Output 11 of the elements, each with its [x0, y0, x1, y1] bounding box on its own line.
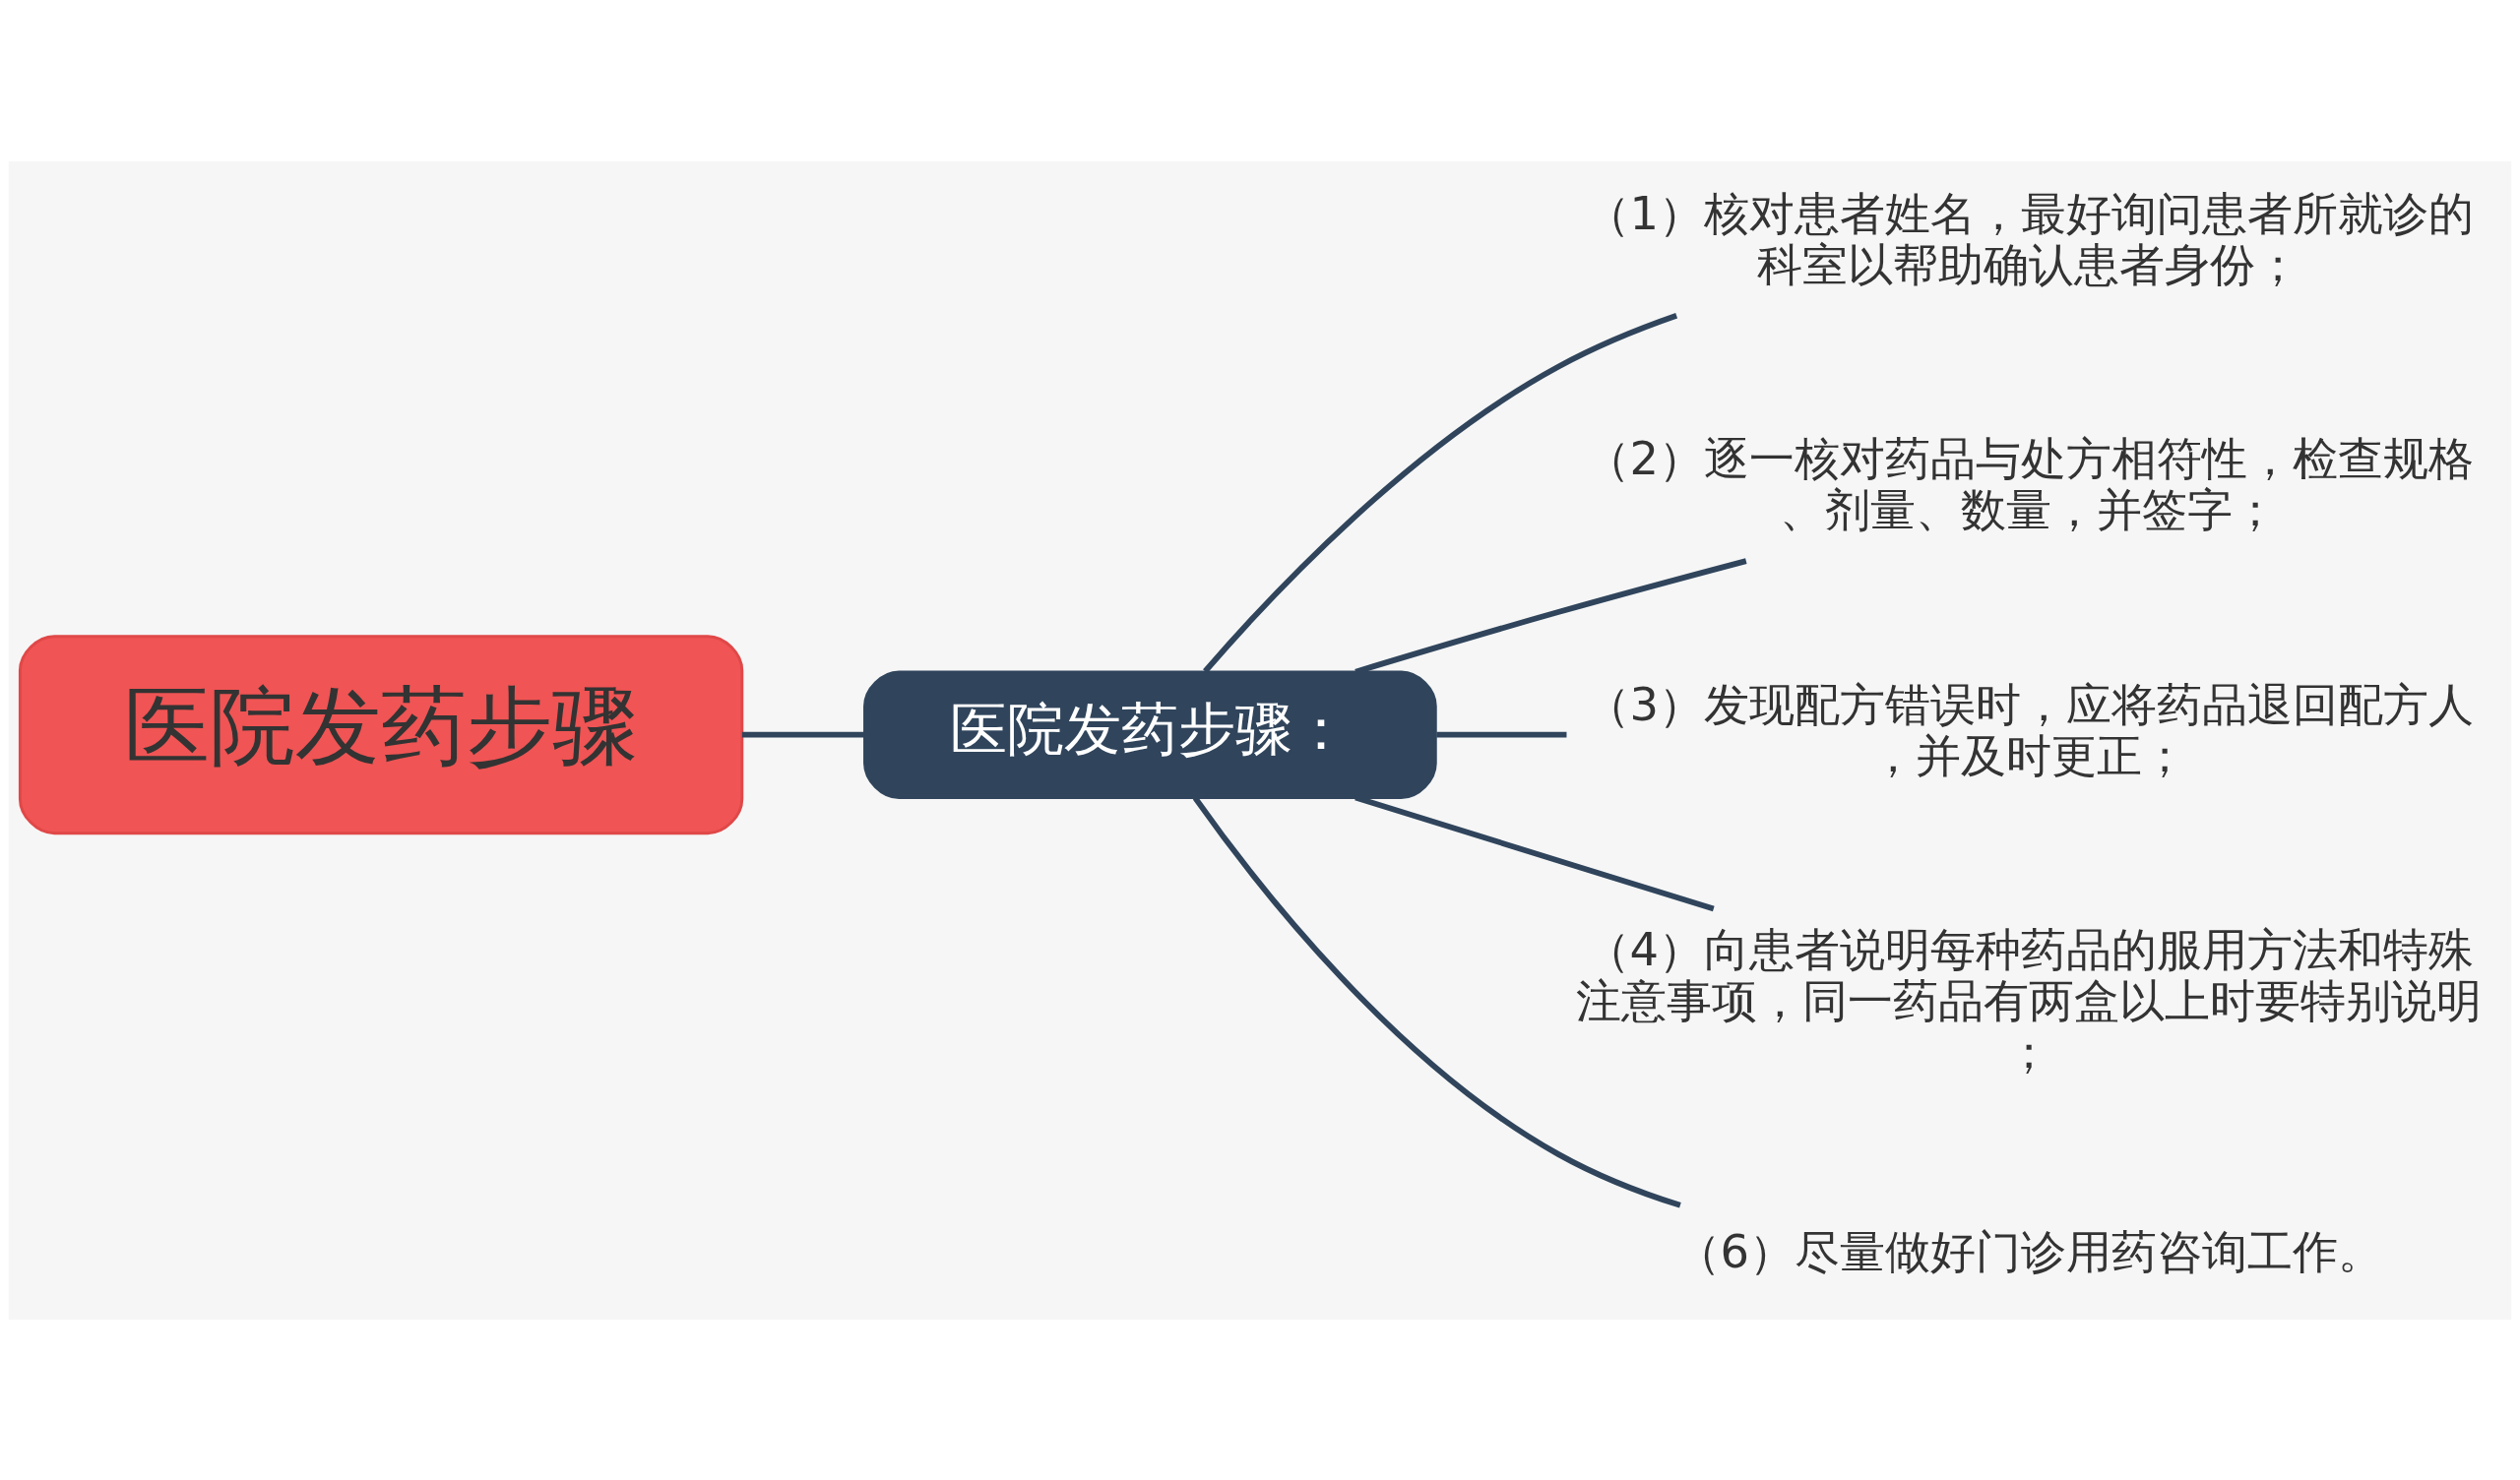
- connector: [1436, 731, 1567, 738]
- node-text: （3）发现配方错误时，应将药品退回配方人，并及时更正；: [1584, 677, 2475, 782]
- connector: [1354, 557, 1747, 674]
- node-text: （1）核对患者姓名，最好询问患者所就诊的科室以帮助确认患者身份；: [1584, 186, 2475, 291]
- node-text: （2）逐一核对药品与处方相符性，检查规格、剂量、数量，并签字；: [1584, 431, 2475, 536]
- node-text: （4）向患者说明每种药品的服用方法和特殊注意事项，同一药品有两盒以上时要特别说明；: [1576, 922, 2483, 1079]
- connector: [1203, 312, 1678, 673]
- node-box: 医院发药步骤：: [863, 669, 1437, 799]
- node-text: （6）尽量做好门诊用药咨询工作。: [1674, 1224, 2384, 1278]
- node-box: 医院发药步骤: [18, 634, 744, 834]
- connector: [741, 731, 865, 738]
